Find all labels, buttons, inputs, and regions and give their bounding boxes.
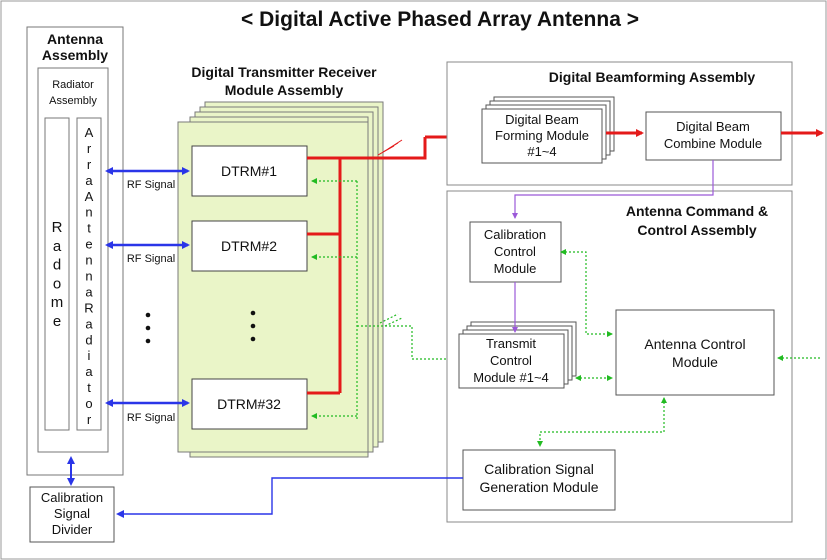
array-antenna-radiator-letter: n [85, 253, 92, 268]
dbf-module-label-1: Digital Beam [505, 112, 579, 127]
radome-letter: e [53, 313, 61, 330]
radome-letter: o [53, 275, 61, 292]
array-antenna-radiator-letter: t [87, 221, 91, 236]
calibration-signal-generation-label-2: Generation Module [479, 479, 598, 495]
transmit-control-stack [458, 321, 577, 389]
dtrm-32-box [191, 378, 308, 430]
rf-signal-label-1: RF Signal [127, 179, 175, 191]
antenna-control-box [615, 309, 775, 396]
array-antenna-radiator-letter: R [84, 300, 93, 315]
radiator-assembly-label-2: Assembly [49, 95, 97, 107]
array-antenna-radiator-letter: A [85, 189, 94, 204]
beamforming-assembly-title: Digital Beamforming Assembly [549, 69, 756, 85]
array-antenna-radiator-box [76, 117, 102, 431]
calibration-signal-divider-label-2: Signal [54, 506, 90, 521]
command-control-lines [537, 249, 820, 447]
command-control-title-2: Control Assembly [637, 222, 756, 238]
array-antenna-radiator-letter: i [88, 348, 91, 363]
combine-module-label-2: Combine Module [664, 136, 762, 151]
rf-output-bus [307, 137, 427, 395]
calibration-control-label-1: Calibration [484, 227, 546, 242]
array-antenna-radiator-letter: a [85, 316, 93, 331]
array-antenna-radiator-letter: A [85, 125, 94, 140]
antenna-control-label-1: Antenna Control [644, 336, 745, 352]
dtrm-1-box [191, 145, 308, 197]
dtrm-2-box [191, 220, 308, 272]
antenna-assembly-title-1: Antenna [47, 31, 103, 47]
rf-signal-label-2: RF Signal [127, 253, 175, 265]
diagram-title: < Digital Active Phased Array Antenna > [241, 8, 639, 31]
radome-letter: a [53, 238, 62, 255]
array-antenna-radiator-letter: a [85, 173, 93, 188]
calibration-signal-to-divider [116, 477, 463, 518]
rf-signal-label-32: RF Signal [127, 412, 175, 424]
calibration-signal-generation-label-1: Calibration Signal [484, 461, 594, 477]
dtrm-2-label: DTRM#2 [221, 238, 277, 254]
antenna-control-label-2: Module [672, 354, 718, 370]
array-antenna-radiator-letter: a [85, 364, 93, 379]
radome-letter: m [51, 294, 64, 311]
dtrm-assembly-title-2: Module Assembly [225, 82, 344, 98]
calibration-signal-divider-box [29, 486, 115, 543]
calibration-control-label-2: Control [494, 244, 536, 259]
calibration-signal-generation-box [462, 449, 616, 511]
dbf-module-box [481, 108, 603, 164]
dbf-module-label-3: #1~4 [527, 144, 556, 159]
array-antenna-radiator-letter: d [85, 332, 92, 347]
transmit-control-label-1: Transmit [486, 336, 536, 351]
array-antenna-radiator-letter: r [87, 157, 92, 172]
radiator-assembly-label-1: Radiator [52, 79, 94, 91]
array-antenna-radiator-letter: a [85, 284, 93, 299]
dtrm-1-label: DTRM#1 [221, 163, 277, 179]
radome-box [44, 117, 70, 431]
calibration-control-label-3: Module [494, 261, 537, 276]
array-antenna-radiator-letter: r [87, 412, 92, 427]
array-antenna-radiator-letter: e [85, 237, 92, 252]
radome-letter: d [53, 257, 61, 274]
antenna-assembly-title-2: Assembly [42, 47, 108, 63]
calibration-purple-lines [512, 160, 714, 333]
rf-stack-ticks [377, 139, 403, 156]
calibration-signal-divider-label-1: Calibration [41, 490, 103, 505]
calibration-signal-divider-label-3: Divider [52, 522, 93, 537]
array-antenna-radiator-letter: t [87, 380, 91, 395]
dtrm-32-label: DTRM#32 [217, 396, 281, 412]
transmit-control-label-2: Control [490, 353, 532, 368]
dtrm-control-lines [311, 178, 456, 420]
dtrm-assembly-title-1: Digital Transmitter Receiver [191, 64, 377, 80]
array-antenna-radiator-letter: r [87, 141, 92, 156]
combine-module-label-1: Digital Beam [676, 119, 750, 134]
array-antenna-radiator-letter: n [85, 205, 92, 220]
radome-letter: R [52, 219, 63, 236]
transmit-control-box [458, 333, 565, 389]
dtrm-ellipsis [250, 310, 256, 342]
rf-ellipsis [145, 312, 151, 344]
array-antenna-radiator-letter: o [85, 396, 92, 411]
transmit-control-label-3: Module #1~4 [473, 370, 549, 385]
dbf-module-stack [481, 96, 615, 164]
command-control-title-1: Antenna Command & [626, 203, 768, 219]
array-antenna-radiator-letter: n [85, 269, 92, 284]
combine-module-box [645, 111, 782, 161]
dbf-module-label-2: Forming Module [495, 128, 589, 143]
